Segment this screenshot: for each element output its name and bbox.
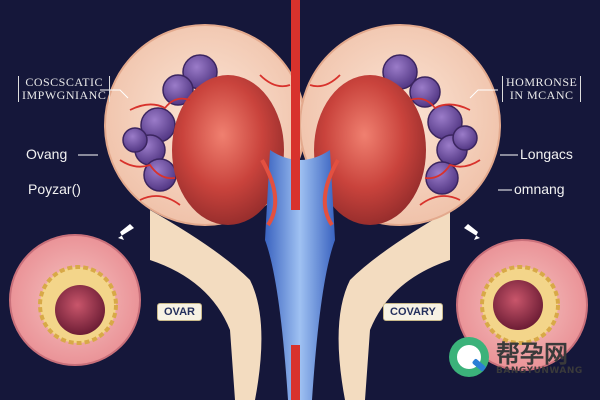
watermark-logo-icon — [449, 337, 489, 377]
label-mid-right: Longacs — [520, 146, 573, 162]
label-top-right-line1: HOMRONSE — [506, 75, 578, 89]
left-ovary-body — [172, 75, 284, 225]
watermark-chinese: 帮孕网 — [496, 340, 568, 368]
label-top-left-line1: COSCSCATIC — [25, 75, 104, 89]
central-vessels — [260, 0, 340, 400]
right-ovary-body — [314, 75, 426, 225]
blue-vessel — [265, 150, 335, 400]
leader-lines — [78, 89, 518, 191]
right-blood-vessels — [309, 74, 481, 206]
label-top-left: COSCSCATIC IMPWGNIANC — [18, 75, 111, 102]
arrow-left-down-icon — [118, 224, 134, 240]
right-magnified-view — [456, 239, 588, 371]
left-magnified-view — [9, 234, 141, 366]
red-artery — [291, 0, 300, 210]
watermark-latin: BANGYUNWANG — [496, 366, 583, 376]
label-top-right: HOMRONSE IN MCANC — [502, 75, 582, 102]
label-top-left-line2: IMPWGNIANC — [22, 88, 107, 102]
label-top-right-line2: IN MCANC — [509, 88, 574, 102]
label-lower-right: omnang — [514, 181, 565, 197]
left-ovary — [104, 24, 306, 226]
label-lower-left: Poyzar() — [28, 181, 81, 197]
tissue-stalk — [150, 210, 450, 400]
tag-right: COVARY — [383, 303, 443, 321]
arrow-right-down-icon — [464, 224, 480, 240]
right-ovary — [299, 24, 501, 226]
watermark: 帮孕网 BANGYUNWANG — [446, 330, 596, 390]
label-mid-left: Ovang — [26, 146, 68, 162]
tag-left: OVAR — [157, 303, 202, 321]
pointer-arrows — [118, 224, 480, 240]
left-blood-vessels — [119, 74, 291, 206]
